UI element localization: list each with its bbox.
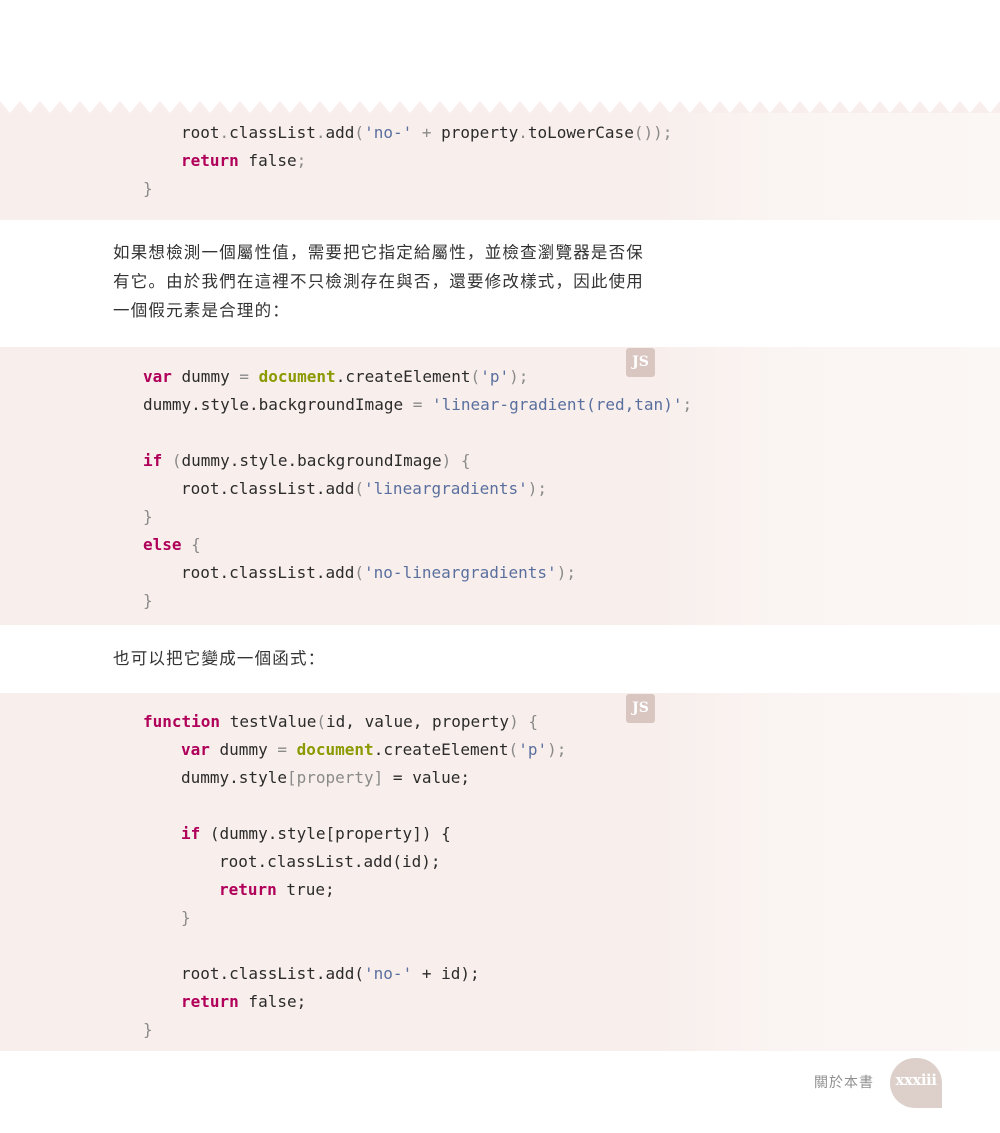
code-block-3: JS function testValue(id, value, propert… [0,693,1000,1051]
code-line: var dummy = document.createElement('p'); [143,367,529,386]
page-number-badge [890,1058,942,1108]
code-line: var dummy = document.createElement('p'); [181,740,567,759]
body-paragraph-2: 也可以把它變成一個函式： [113,644,325,673]
js-badge: JS [626,694,655,723]
code-line: return false; [181,992,307,1011]
code-line: } [143,179,153,198]
code-line: return false; [181,151,307,170]
js-badge: JS [626,348,655,377]
torn-edge [0,101,1000,113]
body-paragraph-1: 如果想檢測一個屬性值，需要把它指定給屬性，並檢查瀏覽器是否保 有它。由於我們在這… [113,238,644,325]
code-line: root.classList.add('no-' + id); [181,964,480,983]
footer-section-label: 關於本書 [814,1075,874,1091]
code-line: dummy.style.backgroundImage = 'linear-gr… [143,395,693,414]
code-line: } [143,591,153,610]
code-line: } [143,507,153,526]
paragraph-line: 如果想檢測一個屬性值，需要把它指定給屬性，並檢查瀏覽器是否保 [113,243,644,262]
paragraph-line: 也可以把它變成一個函式： [113,649,326,668]
code-listing-3: function testValue(id, value, property) … [143,708,566,1044]
code-listing-1: root.classList.add('no-' + property.toLo… [143,119,672,203]
paragraph-line: 有它。由於我們在這裡不只檢測存在與否，還要修改樣式，因此使用 [113,272,644,291]
code-fade [660,113,1000,220]
code-line: return true; [219,880,335,899]
code-block-1: root.classList.add('no-' + property.toLo… [0,101,1000,220]
paragraph-line: 一個假元素是合理的： [113,301,290,320]
code-line: if (dummy.style.backgroundImage) { [143,451,471,470]
code-line-blank [143,932,566,960]
code-line: root.classList.add('no-' + property.toLo… [181,123,673,142]
code-line: root.classList.add('lineargradients'); [181,479,548,498]
code-line: else { [143,535,201,554]
code-line: root.classList.add(id); [219,852,441,871]
code-line: if (dummy.style[property]) { [181,824,451,843]
code-line: dummy.style[property] = value; [181,768,470,787]
code-line: function testValue(id, value, property) … [143,712,538,731]
code-line: } [181,908,191,927]
page-number: xxxiii [895,1071,937,1089]
code-line-blank [143,419,692,447]
code-listing-2: var dummy = document.createElement('p');… [143,363,692,615]
code-fade [660,347,1000,625]
code-fade [660,693,1000,1051]
code-line: } [143,1020,153,1039]
code-line: root.classList.add('no-lineargradients')… [181,563,576,582]
code-block-2: JS var dummy = document.createElement('p… [0,347,1000,625]
code-line-blank [143,792,566,820]
